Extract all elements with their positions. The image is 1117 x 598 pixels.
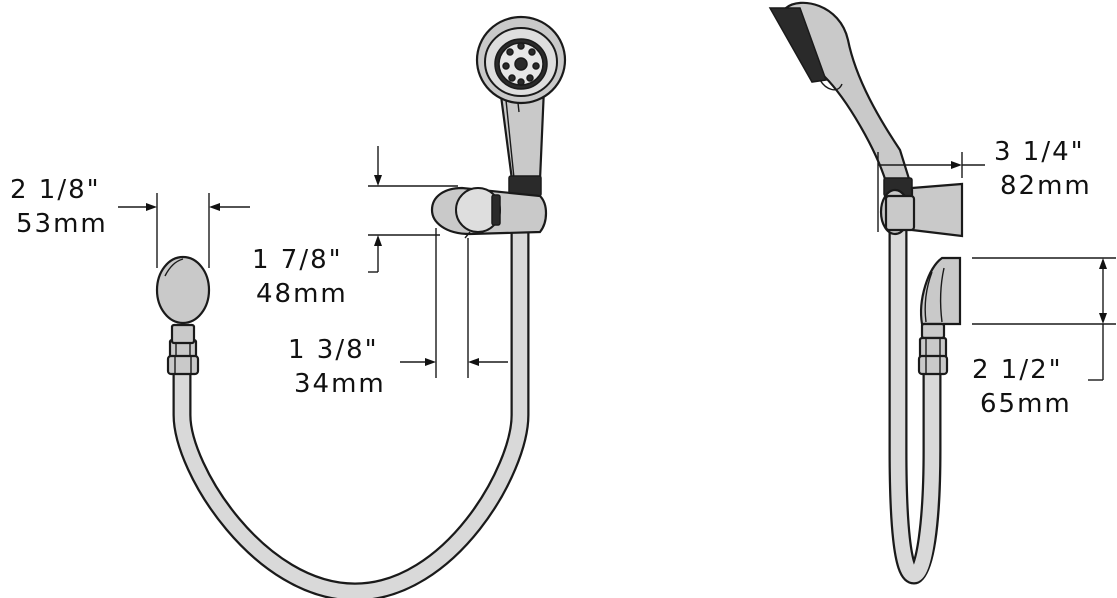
width-right-view-inches: 3 1/4" [994,137,1085,167]
side-shower-handle [768,1,913,197]
side-wall-bracket [879,182,964,238]
side-wall-mount [917,256,962,376]
dimension-mount-height [972,257,1116,381]
bracket-height-metric: 48mm [256,279,348,309]
side-view-assembly: 3 1/4" 82mm 2 1/2" 65mm [768,1,1116,585]
width-right-view-metric: 82mm [1000,171,1092,201]
dimension-bracket-depth [400,228,508,378]
hose [172,212,530,598]
bracket-height-inches: 1 7/8" [252,245,343,275]
dimension-bracket-height [368,146,458,273]
connector-width-metric: 53mm [16,209,108,239]
wall-bracket [430,186,548,239]
connector-width-inches: 2 1/8" [10,175,101,205]
bracket-depth-metric: 34mm [294,369,386,399]
dimension-connector-width [118,193,250,268]
dimension-width-right-view [877,152,985,232]
bracket-depth-inches: 1 3/8" [288,335,379,365]
side-hose [888,195,942,585]
connector-ball [155,255,211,345]
mount-height-metric: 65mm [980,389,1072,419]
mount-height-inches: 2 1/2" [972,355,1063,385]
hose-connector-nut [166,338,200,376]
shower-head-front [475,15,567,113]
front-view-assembly: 2 1/8" 53mm 1 7/8" 48mm 1 3/8" 34mm [10,15,567,598]
